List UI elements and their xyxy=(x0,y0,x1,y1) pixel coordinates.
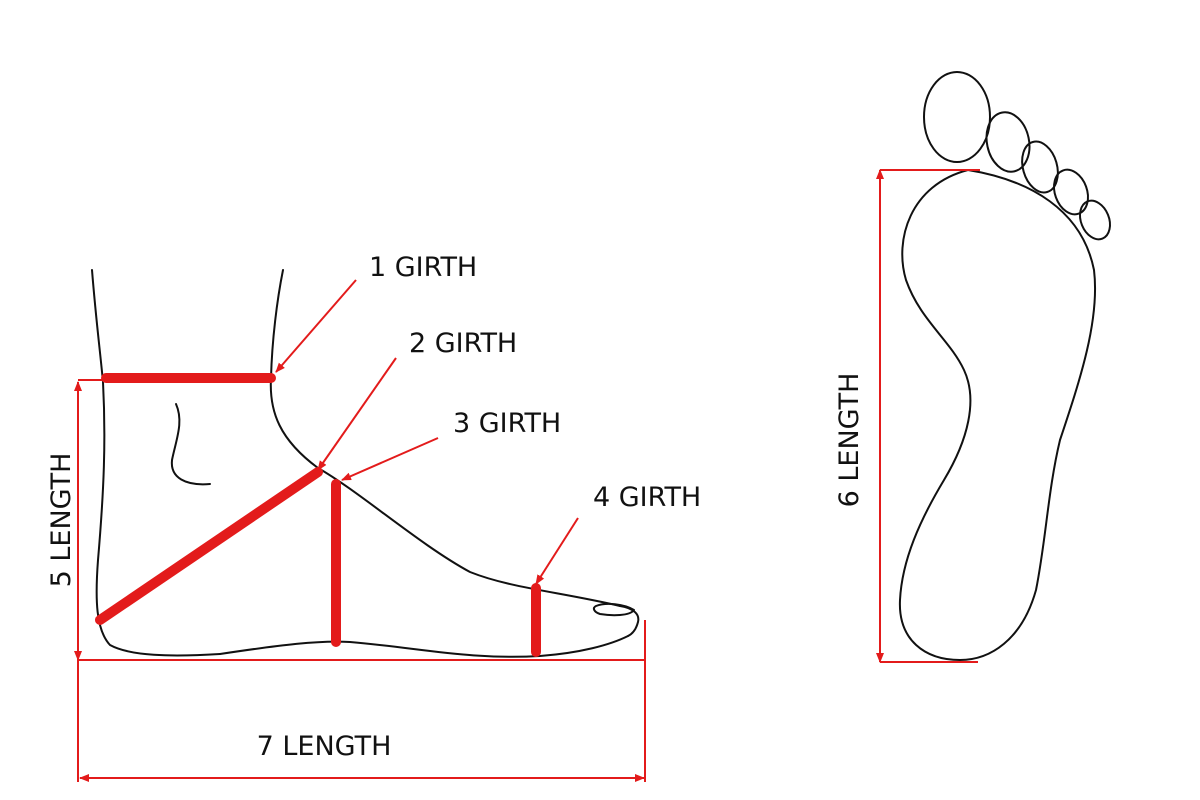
length-7-label: 7 LENGTH xyxy=(257,731,392,762)
girth-bars xyxy=(95,373,541,657)
ankle-bone-outline xyxy=(170,403,211,486)
second-toe xyxy=(985,111,1031,173)
sole-view-foot xyxy=(898,71,1111,661)
girth-2-label: 2 GIRTH xyxy=(409,328,517,359)
toe-tip-outline xyxy=(619,605,640,637)
girth-3-label: 3 GIRTH xyxy=(453,408,561,439)
girth-3-pointer xyxy=(341,437,439,481)
toenail-outline xyxy=(592,602,635,617)
fourth-toe xyxy=(1053,168,1089,216)
length-lines xyxy=(74,169,980,782)
girth-2-pointer xyxy=(317,357,397,471)
leg-back-outline xyxy=(269,269,621,607)
girth-4-pointer xyxy=(535,517,579,585)
girth-2-bar xyxy=(95,467,323,625)
side-view-foot xyxy=(91,269,640,658)
labels: 1 GIRTH 2 GIRTH 3 GIRTH 4 GIRTH 5 LENGTH… xyxy=(46,252,865,762)
girth-pointers xyxy=(275,279,579,585)
girth-1-pointer xyxy=(275,279,357,373)
length-5-label: 5 LENGTH xyxy=(46,453,77,588)
length-6-label: 6 LENGTH xyxy=(834,373,865,508)
sole-outline xyxy=(219,635,629,658)
girth-1-label: 1 GIRTH xyxy=(369,252,477,283)
leg-front-outline xyxy=(91,269,221,657)
third-toe xyxy=(1021,140,1059,194)
big-toe xyxy=(923,71,991,163)
little-toe xyxy=(1079,199,1111,241)
sole-outline-bottom-view xyxy=(898,169,1097,661)
girth-4-label: 4 GIRTH xyxy=(593,482,701,513)
